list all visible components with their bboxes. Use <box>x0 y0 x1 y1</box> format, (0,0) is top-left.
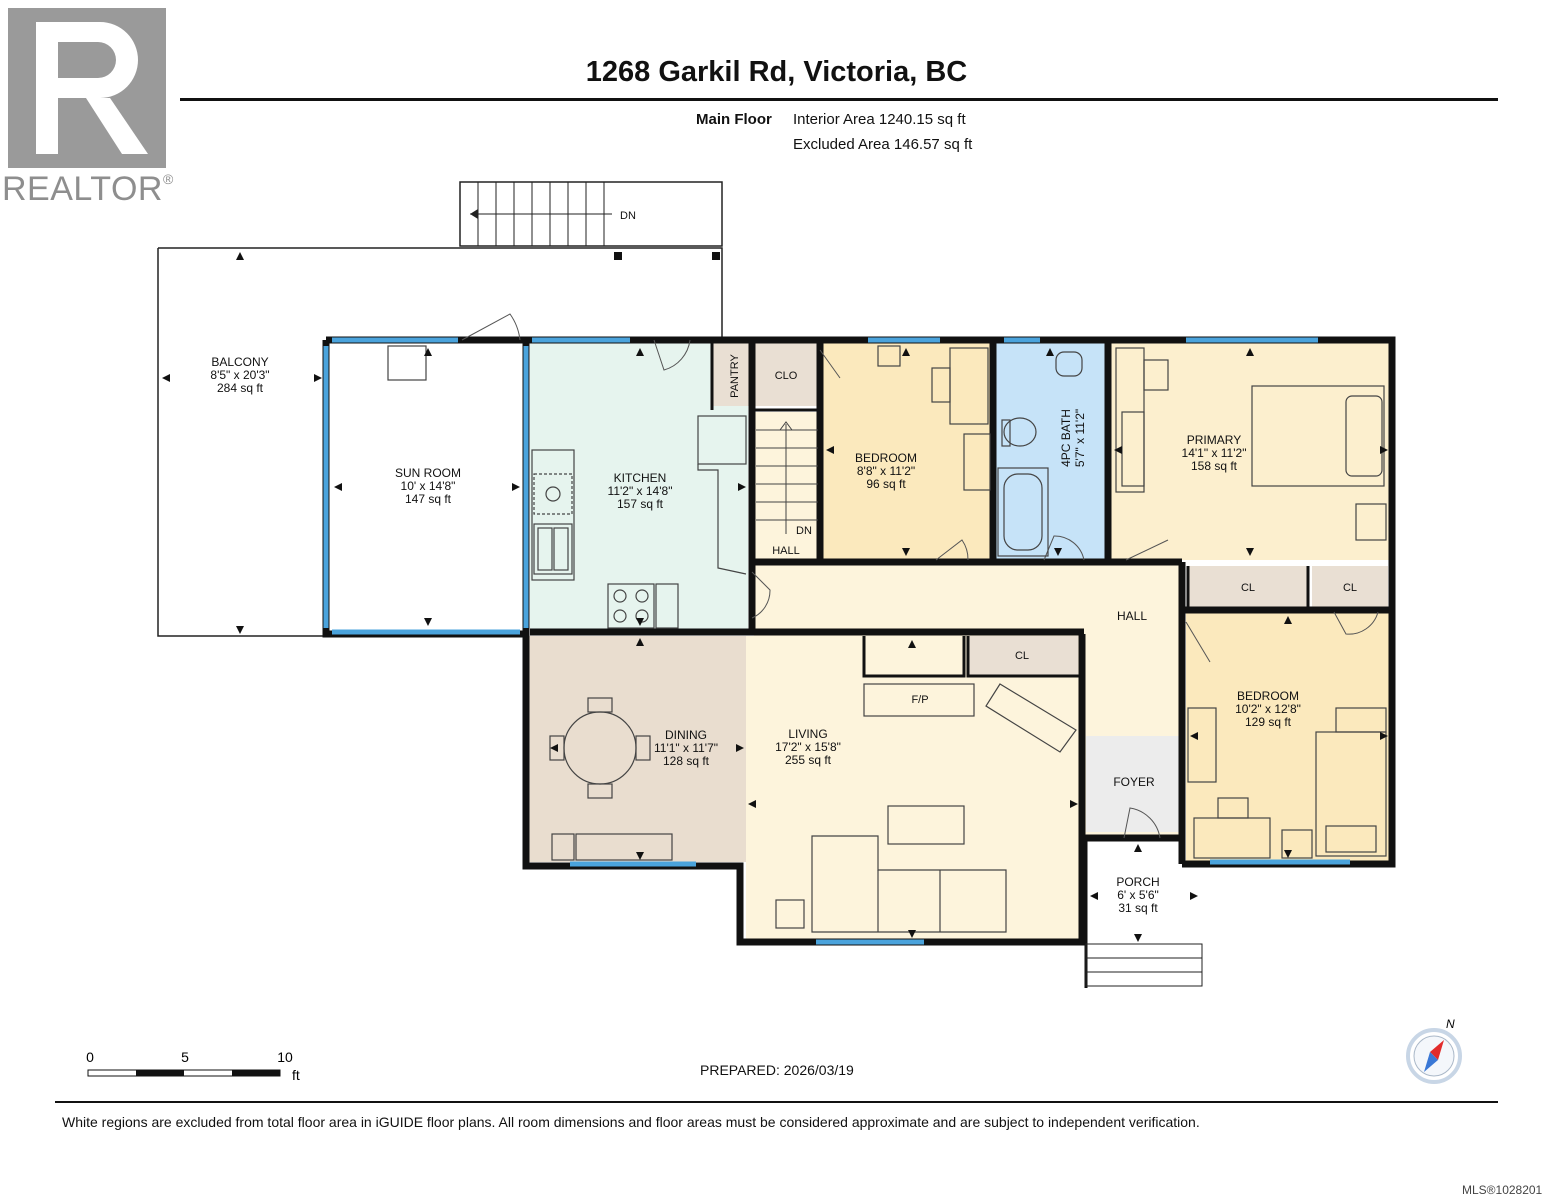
dining-area: 128 sq ft <box>663 754 710 768</box>
balcony-area: 284 sq ft <box>217 381 264 395</box>
sunroom-name: SUN ROOM <box>395 466 461 480</box>
fireplace-label: F/P <box>911 694 928 706</box>
dining-dims: 11'1" x 11'7" <box>654 741 718 755</box>
bath-fill <box>996 342 1106 560</box>
primary-area: 158 sq ft <box>1191 459 1238 473</box>
cl-fill-1 <box>1188 566 1308 608</box>
excluded-area: Excluded Area 146.57 sq ft <box>793 136 973 153</box>
porch-dims: 6' x 5'6" <box>1117 888 1159 902</box>
porch-area: 31 sq ft <box>1118 901 1158 915</box>
primary-dims: 14'1" x 11'2" <box>1182 446 1247 460</box>
balcony-name: BALCONY <box>211 355 268 369</box>
living-area: 255 sq ft <box>785 753 832 767</box>
bedroom1-area: 96 sq ft <box>866 477 906 491</box>
living-dims: 17'2" x 15'8" <box>775 740 841 754</box>
pantry-label: PANTRY <box>729 354 741 398</box>
porch-name: PORCH <box>1116 875 1159 889</box>
clo-label: CLO <box>775 370 798 382</box>
porch-steps <box>1085 943 1203 987</box>
kitchen-dims: 11'2" x 14'8" <box>608 484 673 498</box>
bedroom1-dims: 8'8" x 11'2" <box>857 464 915 478</box>
exterior-stairs: DN <box>459 181 723 247</box>
bedroom1-name: BEDROOM <box>855 451 917 465</box>
balcony-dims: 8'5" x 20'3" <box>210 368 269 382</box>
balcony: BALCONY 8'5" x 20'3" 284 sq ft <box>157 247 723 637</box>
closet-label-2: CL <box>1343 582 1357 594</box>
listing-id: MLS®1028201 <box>1462 1183 1543 1197</box>
fixtures <box>387 345 1387 933</box>
footer-divider <box>55 1101 1498 1103</box>
pantry-fill <box>712 342 750 406</box>
stair-fill <box>754 412 820 560</box>
clo-fill <box>754 342 818 406</box>
scale-tick-5: 5 <box>181 1049 189 1065</box>
bedroom2-area: 129 sq ft <box>1245 715 1292 729</box>
cl-fill-3 <box>968 636 1078 676</box>
realtor-wordmark: REALTOR® <box>2 170 174 208</box>
doors <box>461 313 1379 839</box>
cl-fill-2 <box>1312 566 1388 608</box>
sunroom-area: 147 sq ft <box>405 492 452 506</box>
page-title: 1268 Garkil Rd, Victoria, BC <box>585 56 968 88</box>
sunroom-fill <box>330 342 522 632</box>
disclaimer-text: White regions are excluded from total fl… <box>62 1114 1200 1130</box>
kitchen-area: 157 sq ft <box>617 497 664 511</box>
windows <box>323 337 1350 945</box>
bedroom2-fill <box>1186 612 1390 862</box>
compass-icon: N <box>1400 1016 1470 1086</box>
foyer-label: FOYER <box>1113 775 1155 789</box>
floor-label: Main Floor <box>696 111 772 128</box>
stairs-dn-label: DN <box>620 210 636 222</box>
room-labels: SUN ROOM 10' x 14'8" 147 sq ft KITCHEN 1… <box>395 354 1357 915</box>
primary-name: PRIMARY <box>1187 433 1241 447</box>
closet-label-1: CL <box>1241 582 1255 594</box>
bedroom2-dims: 10'2" x 12'8" <box>1235 702 1301 716</box>
stairs-down-label: DN <box>796 525 812 537</box>
foyer-fill <box>1086 736 1182 832</box>
dimension-arrows <box>162 252 1388 942</box>
small-hall-label: HALL <box>772 545 800 557</box>
bedroom1-fill <box>822 342 990 560</box>
realtor-logo <box>8 8 166 168</box>
kitchen-name: KITCHEN <box>614 471 667 485</box>
bath-name: 4PC BATH <box>1059 409 1073 467</box>
scale-bar: 0 5 10 ft <box>80 1046 320 1086</box>
living-fill <box>746 636 1082 942</box>
closet-label-3: CL <box>1015 650 1029 662</box>
bath-dims: 5'7" x 11'2" <box>1073 409 1087 467</box>
scale-unit: ft <box>292 1067 300 1083</box>
living-name: LIVING <box>788 727 827 741</box>
bedroom2-name: BEDROOM <box>1237 689 1299 703</box>
compass-north-label: N <box>1446 1017 1455 1031</box>
prepared-date: PREPARED: 2026/03/19 <box>700 1062 854 1078</box>
hall-label: HALL <box>1117 609 1147 623</box>
interior-stairs <box>756 421 818 534</box>
title-divider <box>180 98 1498 101</box>
interior-area: Interior Area 1240.15 sq ft <box>793 111 966 128</box>
scale-tick-10: 10 <box>277 1049 293 1065</box>
sunroom-dims: 10' x 14'8" <box>401 479 456 493</box>
dining-name: DINING <box>665 728 707 742</box>
primary-fill <box>1110 342 1392 560</box>
hall-fill <box>754 562 1184 636</box>
scale-tick-0: 0 <box>86 1049 94 1065</box>
